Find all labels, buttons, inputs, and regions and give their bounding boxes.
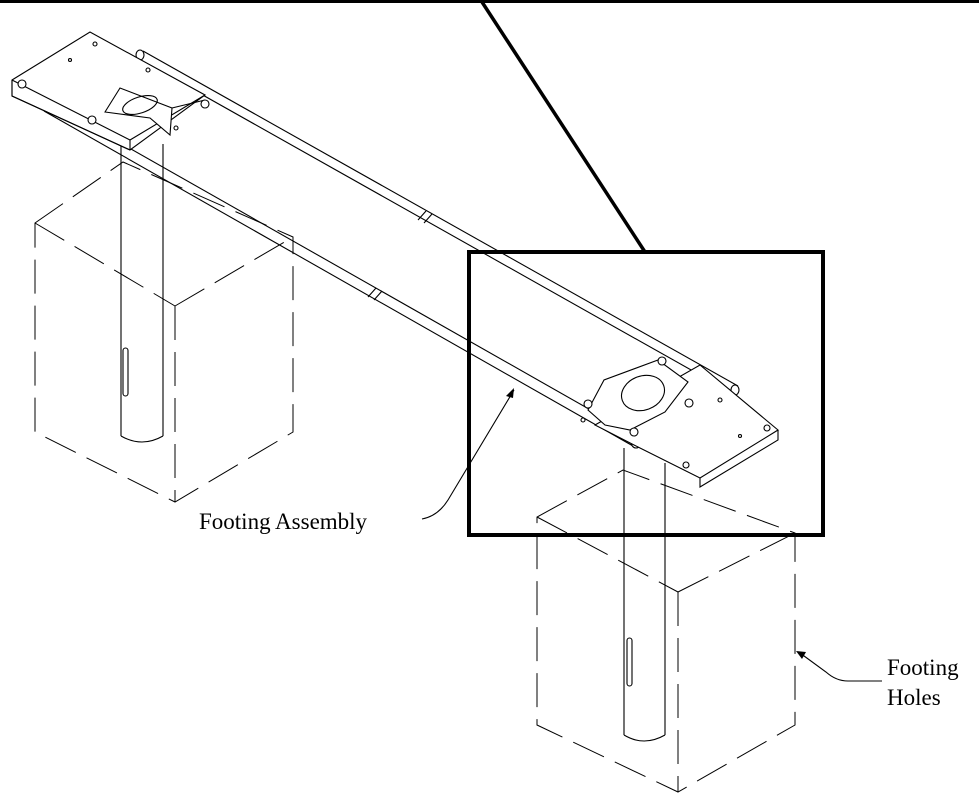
footing-assembly-label: Footing Assembly: [199, 509, 368, 534]
footing-holes-label-line1: Footing: [887, 655, 959, 680]
footing-assembly-callout: Footing Assembly: [199, 388, 515, 534]
left-mount-plate: [11, 31, 210, 151]
footing-holes-callout: Footing Holes: [796, 651, 959, 710]
left-post: [120, 128, 164, 443]
right-mount-plate: [580, 356, 779, 488]
left-footing-hole: [34, 161, 294, 503]
right-rail: [135, 49, 740, 396]
left-rail: [42, 101, 642, 449]
footing-holes-label-line2: Holes: [887, 685, 941, 710]
right-post: [623, 448, 666, 742]
detail-leader-line: [480, 1, 647, 253]
right-footing-hole: [536, 469, 796, 793]
detail-callout-box: [467, 250, 825, 537]
